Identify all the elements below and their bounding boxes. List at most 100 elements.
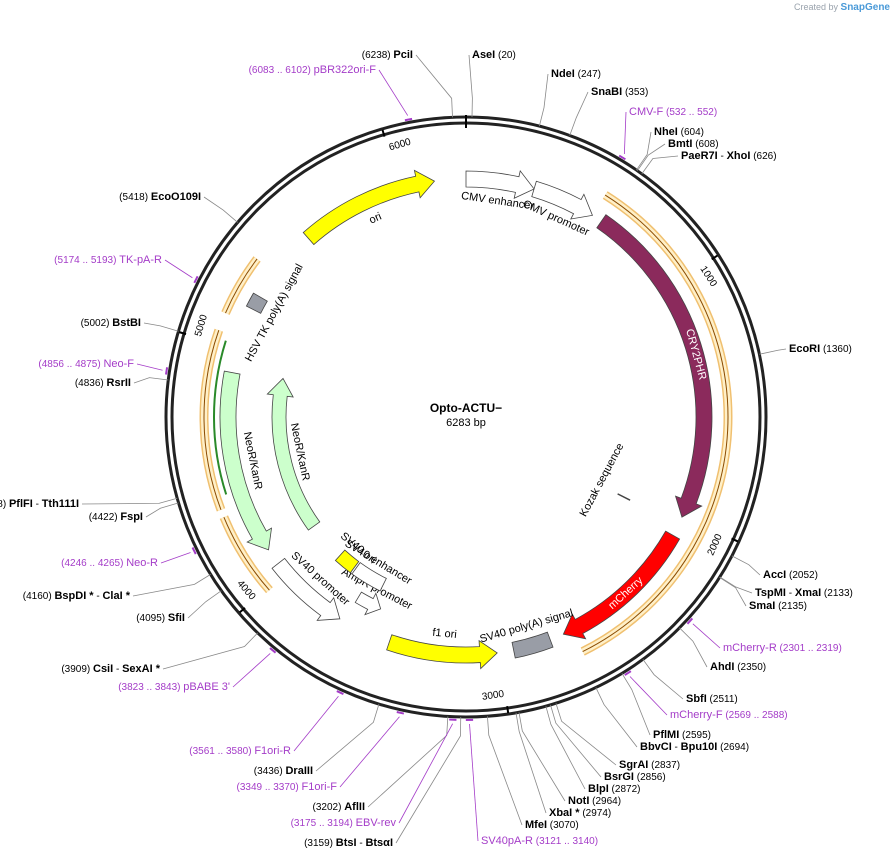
primer-label-pbr322ori-f[interactable]: (6083 .. 6102) pBR322ori-F — [249, 64, 377, 76]
feature-shape-cmv-promoter[interactable] — [531, 180, 593, 220]
enzyme-label-bbvci[interactable]: BbvCI - Bpu10I (2694) — [640, 741, 749, 753]
enzyme-label-draiii[interactable]: (3436) DraIII — [254, 765, 313, 777]
enzyme-label-csii[interactable]: (3909) CsiI - SexAI * — [61, 663, 160, 675]
enzyme-label-aflii[interactable]: (3202) AflII — [313, 801, 365, 813]
primer-f1ori-r[interactable]: (3561 .. 3580) F1ori-R — [189, 690, 344, 757]
enzyme-ahdi[interactable]: AhdI (2350) — [679, 627, 766, 673]
feature-shape-sv40-ori[interactable] — [334, 549, 360, 574]
enzyme-ecoo109i[interactable]: (5418) EcoO109I — [119, 191, 238, 223]
feature-sv40-ori[interactable]: SV40 ori — [334, 530, 378, 574]
enzyme-sbfi[interactable]: SbfI (2511) — [642, 659, 738, 705]
enzyme-label-sgrai[interactable]: SgrAI (2837) — [619, 759, 680, 771]
enzyme-bspdi[interactable]: (4160) BspDI * - ClaI * — [23, 574, 211, 602]
primer-label-cmv-f[interactable]: CMV-F (532 .. 552) — [629, 106, 717, 118]
enzyme-label-sbfi[interactable]: SbfI (2511) — [686, 693, 738, 705]
enzyme-sfii[interactable]: (4095) SfiI — [136, 590, 222, 624]
enzyme-label-bmti[interactable]: BmtI (608) — [668, 138, 719, 150]
primer-label-sv40pa-r[interactable]: SV40pA-R (3121 .. 3140) — [481, 835, 598, 847]
enzyme-mfei[interactable]: MfeI (3070) — [487, 716, 579, 831]
enzyme-label-rsrii[interactable]: (4836) RsrII — [75, 377, 131, 389]
enzyme-label-asei[interactable]: AseI (20) — [472, 49, 516, 61]
enzyme-label-ecoo109i[interactable]: (5418) EcoO109I — [119, 191, 201, 203]
enzyme-label-paer7i[interactable]: PaeR7I - XhoI (626) — [681, 150, 777, 162]
enzyme-bbvci[interactable]: BbvCI - Bpu10I (2694) — [595, 687, 749, 753]
primer-label-mcherry-r[interactable]: mCherry-R (2301 .. 2319) — [723, 642, 842, 654]
enzyme-sgrai[interactable]: SgrAI (2837) — [555, 703, 680, 771]
feature-shape-ampr-promoter[interactable] — [354, 591, 382, 616]
primer-label-f1ori-r[interactable]: (3561 .. 3580) F1ori-R — [189, 745, 291, 757]
enzyme-label-btsi[interactable]: (3159) BtsI - BtsαI — [304, 837, 393, 849]
primer-label-f1ori-f[interactable]: (3349 .. 3370) F1ori-F — [237, 781, 338, 793]
primer-label-neo-r[interactable]: (4246 .. 4265) Neo-R — [61, 557, 158, 569]
enzyme-label-blpi[interactable]: BlpI (2872) — [588, 783, 640, 795]
feature-shape-f1-ori[interactable] — [386, 634, 498, 670]
enzyme-fspi[interactable]: (4422) FspI — [89, 502, 179, 523]
enzyme-label-bspdi[interactable]: (4160) BspDI * - ClaI * — [23, 590, 131, 602]
enzyme-xbai[interactable]: XbaI * (2974) — [515, 712, 611, 819]
enzyme-pflfi[interactable]: (4438) PflFI - Tth111I — [0, 497, 178, 510]
enzyme-rsrii[interactable]: (4836) RsrII — [75, 377, 169, 389]
primer-label-pbabe-3[interactable]: (3823 .. 3843) pBABE 3' — [118, 681, 230, 693]
feature-shape-mcherry[interactable] — [562, 530, 681, 640]
enzyme-label-snabi[interactable]: SnaBI (353) — [591, 86, 648, 98]
feature-hsv-tk-poly-a-signal[interactable]: HSV TK poly(A) signal — [243, 262, 306, 364]
primer-sv40pa-r[interactable]: SV40pA-R (3121 .. 3140) — [465, 718, 598, 847]
primer-label-tk-pa-r[interactable]: (5174 .. 5193) TK-pA-R — [54, 254, 162, 266]
enzyme-label-ahdi[interactable]: AhdI (2350) — [710, 661, 766, 673]
enzyme-label-xbai[interactable]: XbaI * (2974) — [549, 807, 611, 819]
primer-pbr322ori-f[interactable]: (6083 .. 6102) pBR322ori-F — [249, 64, 413, 122]
enzyme-nhei[interactable]: NheI (604) — [636, 126, 704, 171]
enzyme-label-noti[interactable]: NotI (2964) — [568, 795, 621, 807]
feature-ori[interactable]: ori — [302, 169, 436, 246]
enzyme-draiii[interactable]: (3436) DraIII — [254, 703, 380, 777]
enzyme-label-pcii[interactable]: (6238) PciI — [362, 49, 413, 61]
enzyme-label-fspi[interactable]: (4422) FspI — [89, 511, 143, 523]
primer-pbabe-3[interactable]: (3823 .. 3843) pBABE 3' — [118, 647, 277, 693]
feature-cry2phr[interactable]: CRY2PHR — [596, 214, 713, 518]
enzyme-btsi[interactable]: (3159) BtsI - BtsαI — [304, 716, 462, 849]
feature-shape-sv40-enhancer[interactable] — [351, 562, 387, 592]
enzyme-label-ecori[interactable]: EcoRI (1360) — [789, 343, 852, 355]
enzyme-pcii[interactable]: (6238) PciI — [362, 49, 453, 118]
primer-label-mcherry-f[interactable]: mCherry-F (2569 .. 2588) — [670, 709, 788, 721]
enzyme-label-pflfi[interactable]: (4438) PflFI - Tth111I — [0, 498, 79, 510]
enzyme-ecori[interactable]: EcoRI (1360) — [759, 343, 852, 355]
feature-shape-hsv-tk-poly-a-signal[interactable] — [245, 292, 268, 314]
primer-neo-r[interactable]: (4246 .. 4265) Neo-R — [61, 547, 197, 569]
enzyme-pflmi[interactable]: PflMI (2595) — [621, 673, 711, 741]
enzyme-bsrgi[interactable]: BsrGI (2856) — [550, 704, 666, 783]
enzyme-label-bsrgi[interactable]: BsrGI (2856) — [604, 771, 666, 783]
enzyme-label-tspmi[interactable]: TspMI - XmaI (2133) — [755, 587, 853, 599]
feature-f1-ori[interactable]: f1 ori — [386, 627, 498, 670]
enzyme-blpi[interactable]: BlpI (2872) — [545, 706, 641, 795]
primer-tk-pa-r[interactable]: (5174 .. 5193) TK-pA-R — [54, 254, 199, 284]
enzyme-bmti[interactable]: BmtI (608) — [637, 138, 719, 171]
primer-ebv-rev[interactable]: (3175 .. 3194) EBV-rev — [291, 718, 457, 829]
enzyme-paer7i[interactable]: PaeR7I - XhoI (626) — [641, 150, 777, 175]
primer-label-neo-f[interactable]: (4856 .. 4875) Neo-F — [38, 358, 134, 370]
primer-cmv-f[interactable]: CMV-F (532 .. 552) — [618, 106, 717, 161]
enzyme-label-mfei[interactable]: MfeI (3070) — [525, 819, 579, 831]
enzyme-label-pflmi[interactable]: PflMI (2595) — [653, 729, 711, 741]
enzyme-label-smai[interactable]: SmaI (2135) — [749, 600, 807, 612]
feature-shape-cry2phr[interactable] — [596, 214, 713, 518]
enzyme-label-acci[interactable]: AccI (2052) — [763, 569, 818, 581]
enzyme-bstbi[interactable]: (5002) BstBI — [81, 317, 179, 332]
enzyme-noti[interactable]: NotI (2964) — [518, 712, 621, 807]
enzyme-smai[interactable]: SmaI (2135) — [719, 577, 807, 612]
feature-shape-sv40-promoter[interactable] — [271, 557, 341, 621]
enzyme-label-bstbi[interactable]: (5002) BstBI — [81, 317, 141, 329]
enzyme-tspmi[interactable]: TspMI - XmaI (2133) — [719, 576, 853, 599]
primer-f1ori-f[interactable]: (3349 .. 3370) F1ori-F — [237, 711, 405, 793]
primer-label-ebv-rev[interactable]: (3175 .. 3194) EBV-rev — [291, 817, 397, 829]
feature-neor-kanr-2[interactable]: NeoR/KanR — [266, 377, 321, 531]
feature-shape-sv40-poly-a-signal[interactable] — [511, 631, 554, 659]
feature-shape-ori[interactable] — [302, 169, 436, 246]
feature-shape-neor-kanr[interactable] — [219, 370, 273, 551]
enzyme-label-ndei[interactable]: NdeI (247) — [551, 68, 601, 80]
enzyme-csii[interactable]: (3909) CsiI - SexAI * — [61, 632, 258, 675]
primer-mcherry-f[interactable]: mCherry-F (2569 .. 2588) — [624, 670, 788, 721]
enzyme-ndei[interactable]: NdeI (247) — [538, 68, 601, 127]
enzyme-acci[interactable]: AccI (2052) — [731, 555, 818, 581]
enzyme-label-nhei[interactable]: NheI (604) — [654, 126, 704, 138]
